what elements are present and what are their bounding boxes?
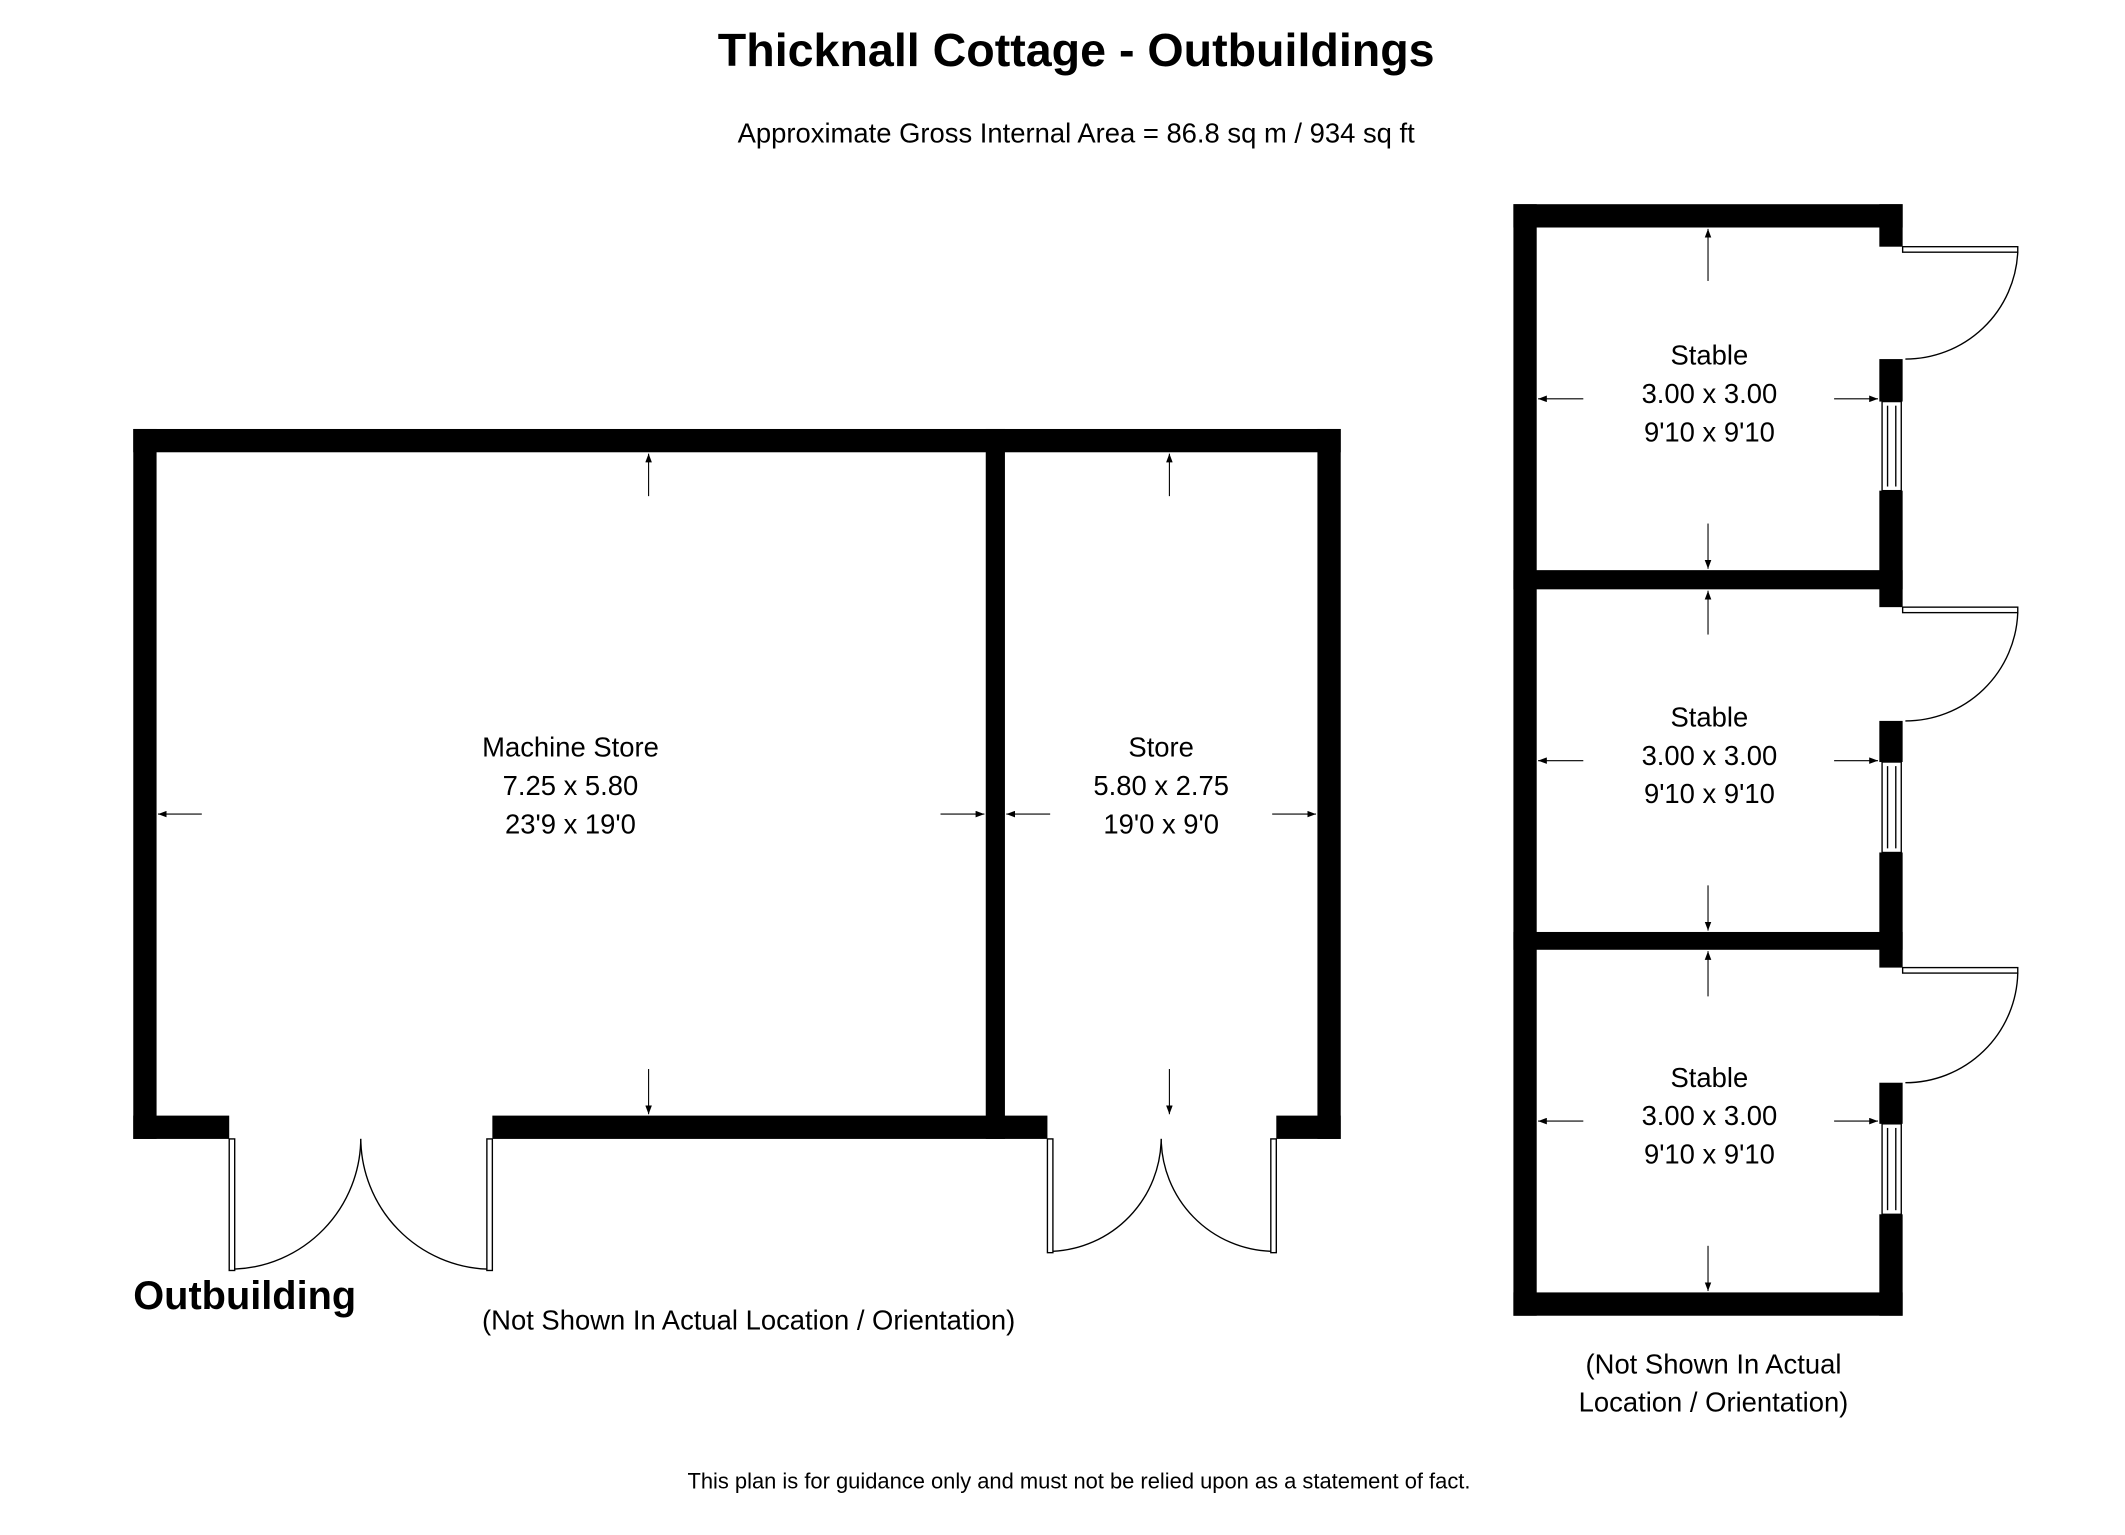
room-metric: 3.00 x 3.00 [1642, 740, 1778, 771]
stable-walls [1513, 204, 1903, 1316]
room-metric: 5.80 x 2.75 [1093, 770, 1229, 801]
outbuilding-label: Outbuilding [133, 1274, 356, 1318]
room-name: Stable [1671, 340, 1749, 371]
room-machine-store: Machine Store 7.25 x 5.80 23'9 x 19'0 [482, 732, 659, 840]
room-name: Stable [1671, 701, 1749, 732]
room-imperial: 9'10 x 9'10 [1644, 778, 1775, 809]
room-imperial: 19'0 x 9'0 [1103, 808, 1219, 839]
room-imperial: 9'10 x 9'10 [1644, 1139, 1775, 1170]
stable-windows [1881, 400, 1902, 1215]
dimension-arrows-outbuilding [157, 453, 1317, 1115]
stables-note-line1: (Not Shown In Actual [1586, 1348, 1842, 1379]
stable-doors [1901, 246, 2019, 1084]
room-stable-2: Stable 3.00 x 3.00 9'10 x 9'10 [1642, 701, 1778, 809]
room-metric: 3.00 x 3.00 [1642, 378, 1778, 409]
room-name: Machine Store [482, 732, 659, 763]
room-imperial: 23'9 x 19'0 [505, 808, 636, 839]
room-name: Store [1128, 732, 1194, 763]
room-imperial: 9'10 x 9'10 [1644, 416, 1775, 447]
disclaimer: This plan is for guidance only and must … [687, 1468, 1470, 1493]
room-stable-3: Stable 3.00 x 3.00 9'10 x 9'10 [1642, 1062, 1778, 1170]
room-store: Store 5.80 x 2.75 19'0 x 9'0 [1093, 732, 1229, 840]
outbuilding-note: (Not Shown In Actual Location / Orientat… [482, 1304, 1015, 1335]
double-door-store [1046, 1138, 1277, 1254]
outbuilding-walls [133, 428, 1341, 1139]
room-metric: 3.00 x 3.00 [1642, 1100, 1778, 1131]
room-stable-1: Stable 3.00 x 3.00 9'10 x 9'10 [1642, 340, 1778, 448]
room-metric: 7.25 x 5.80 [503, 770, 639, 801]
stables-note-line2: Location / Orientation) [1579, 1387, 1849, 1418]
double-door-machine-store [228, 1138, 494, 1272]
area-subtitle: Approximate Gross Internal Area = 86.8 s… [738, 118, 1416, 149]
dimension-arrows-stables [1538, 228, 1878, 1292]
plan-title: Thicknall Cottage - Outbuildings [718, 24, 1435, 76]
room-name: Stable [1671, 1062, 1749, 1093]
